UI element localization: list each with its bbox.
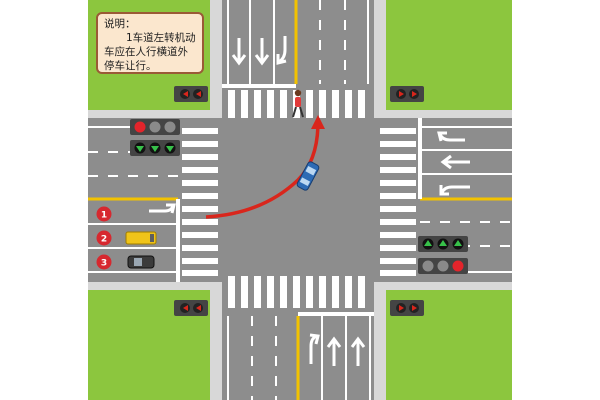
signal-top-right [390, 86, 424, 102]
lane1-left-turn-arrow-icon [149, 203, 176, 214]
up-left-turn-arrow-icon [309, 333, 320, 364]
lane-badge-1 [96, 206, 112, 222]
up-arrow-icon [326, 336, 342, 366]
south-lane-arrows [309, 333, 366, 366]
up-arrow-icon [454, 240, 462, 246]
lane-badges: 1 2 3 [96, 206, 112, 270]
crosswalk-south [228, 276, 365, 308]
lane-badge-2-label: 2 [101, 235, 107, 245]
note-line-3: 停车让行。 [104, 60, 157, 72]
crosswalk-east [380, 128, 416, 276]
yellow-bus-icon [125, 231, 157, 245]
lane-badge-2 [96, 230, 112, 246]
dark-car-icon [127, 255, 155, 269]
left-arrow-icon [440, 154, 470, 170]
lane-badge-1-label: 1 [101, 211, 107, 221]
note-line-1: 1车道左转机动 [126, 32, 196, 44]
south-approach-markings [227, 312, 374, 400]
signal-top-left [174, 86, 208, 102]
left-arrow-icon [196, 91, 201, 97]
signal-bottom-right [390, 300, 424, 316]
pedestrian-icon [292, 89, 304, 118]
signal-bottom-left [174, 300, 208, 316]
signal-right-main [418, 236, 468, 274]
north-approach-markings [222, 0, 369, 88]
left-turn-path-arrow [205, 115, 325, 219]
down-right-turn-arrow-icon [276, 36, 287, 65]
up-arrow-icon [350, 336, 366, 366]
left-right-turn-arrow-icon [439, 185, 470, 196]
lane-badge-3 [96, 254, 112, 270]
east-lane-arrows [437, 131, 470, 196]
note-title: 说明： [104, 18, 136, 30]
down-arrow-icon [166, 146, 174, 152]
lane-badge-3-label: 3 [101, 259, 107, 269]
explanation-note: 说明： 1车道左转机动 车应在人行横道外 停车让行。 [96, 12, 204, 74]
left-turn-arrow-icon [437, 131, 465, 142]
right-arrow-icon [399, 91, 404, 97]
red-light [134, 121, 146, 133]
blue-car-icon [296, 161, 320, 191]
down-arrow-icon [136, 146, 144, 152]
right-arrow-icon [412, 91, 417, 97]
north-lane-arrows [231, 36, 287, 66]
down-arrow-icon [151, 146, 159, 152]
down-arrow-icon [231, 38, 247, 66]
note-line-2: 车应在人行横道外 [104, 46, 188, 58]
up-arrow-icon [439, 240, 447, 246]
up-arrow-icon [424, 240, 432, 246]
left-arrow-icon [183, 91, 188, 97]
crosswalk-west [182, 128, 218, 276]
signal-left-main [130, 119, 180, 156]
down-arrow-icon [254, 38, 270, 66]
red-light [452, 260, 464, 272]
